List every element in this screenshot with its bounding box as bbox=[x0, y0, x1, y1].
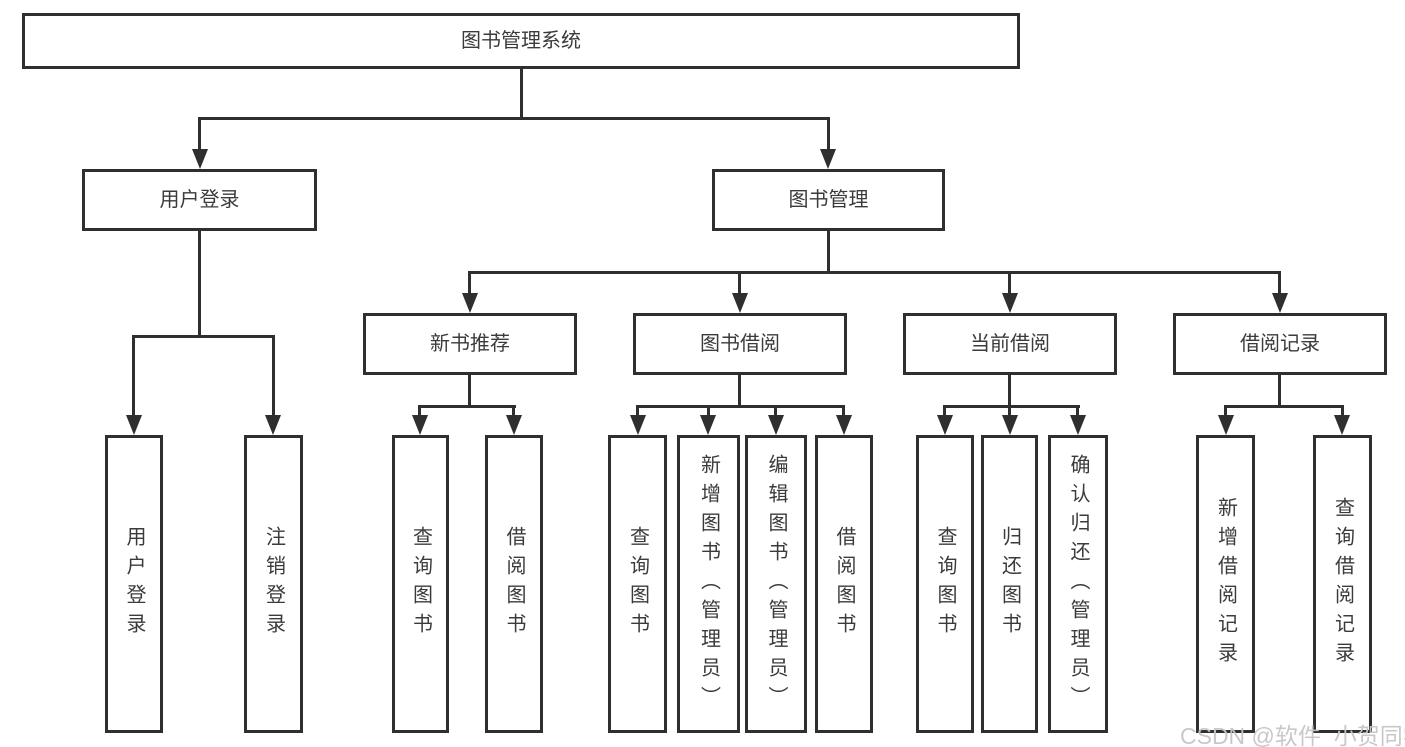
arrow-down-icon bbox=[700, 415, 716, 435]
connector-line bbox=[636, 408, 639, 415]
leaf-query-books-current-label: 查询图书 bbox=[934, 526, 956, 642]
leaf-confirm-return-admin-label: 确认归还（管理员） bbox=[1067, 453, 1089, 715]
connector-line bbox=[272, 338, 275, 415]
connector-line bbox=[468, 375, 471, 408]
arrow-down-icon bbox=[412, 415, 428, 435]
connector-line bbox=[468, 271, 1281, 274]
connector-line bbox=[418, 408, 421, 415]
node-borrow-records-label: 借阅记录 bbox=[1240, 333, 1320, 355]
leaf-return-books-label: 归还图书 bbox=[998, 526, 1021, 642]
leaf-borrow-books-recommend: 借阅图书 bbox=[485, 435, 543, 733]
node-book-management-label: 图书管理 bbox=[788, 189, 869, 211]
node-library-system-label: 图书管理系统 bbox=[461, 30, 581, 52]
leaf-query-borrow-record: 查询借阅记录 bbox=[1313, 435, 1372, 733]
node-new-book-recommend: 新书推荐 bbox=[363, 313, 577, 375]
arrow-down-icon bbox=[1002, 293, 1018, 313]
arrow-down-icon bbox=[630, 415, 646, 435]
connector-line bbox=[198, 231, 201, 338]
connector-line bbox=[198, 117, 830, 120]
connector-line bbox=[1224, 405, 1344, 408]
arrow-down-icon bbox=[1272, 293, 1288, 313]
leaf-query-books-recommend-label: 查询图书 bbox=[409, 526, 432, 642]
leaf-query-books-borrowing-label: 查询图书 bbox=[626, 526, 649, 642]
connector-line bbox=[774, 408, 777, 415]
node-book-borrowing-label: 图书借阅 bbox=[700, 333, 780, 355]
leaf-borrow-books-label: 借阅图书 bbox=[833, 526, 855, 642]
leaf-user-login: 用户登录 bbox=[105, 435, 163, 733]
leaf-confirm-return-admin: 确认归还（管理员） bbox=[1048, 435, 1108, 733]
leaf-query-books-borrowing: 查询图书 bbox=[608, 435, 667, 733]
arrow-down-icon bbox=[192, 149, 208, 169]
connector-line bbox=[1008, 274, 1011, 293]
csdn-watermark: CSDN @软件_小贺同学 bbox=[1180, 723, 1405, 747]
connector-line bbox=[1076, 408, 1079, 415]
arrow-down-icon bbox=[836, 415, 852, 435]
node-current-borrowing-label: 当前借阅 bbox=[970, 333, 1050, 355]
arrow-down-icon bbox=[126, 415, 142, 435]
connector-line bbox=[198, 120, 201, 149]
leaf-query-borrow-record-label: 查询借阅记录 bbox=[1331, 497, 1354, 671]
node-new-book-recommend-label: 新书推荐 bbox=[430, 333, 510, 355]
node-user-login-label: 用户登录 bbox=[159, 189, 240, 211]
arrow-down-icon bbox=[1334, 415, 1350, 435]
connector-line bbox=[512, 408, 515, 415]
leaf-add-books-admin-label: 新增图书（管理员） bbox=[697, 453, 720, 715]
leaf-logout: 注销登录 bbox=[244, 435, 303, 733]
arrow-down-icon bbox=[732, 293, 748, 313]
connector-line bbox=[418, 405, 516, 408]
connector-line bbox=[1008, 375, 1011, 408]
leaf-add-borrow-record: 新增借阅记录 bbox=[1196, 435, 1255, 733]
node-current-borrowing: 当前借阅 bbox=[903, 313, 1117, 375]
arrow-down-icon bbox=[937, 415, 953, 435]
arrow-down-icon bbox=[1070, 415, 1086, 435]
connector-line bbox=[1341, 408, 1344, 415]
connector-line bbox=[943, 408, 946, 415]
connector-line bbox=[132, 338, 135, 415]
arrow-down-icon bbox=[506, 415, 522, 435]
leaf-borrow-books-recommend-label: 借阅图书 bbox=[503, 526, 525, 642]
connector-line bbox=[1278, 375, 1281, 408]
node-book-management: 图书管理 bbox=[712, 169, 945, 231]
leaf-query-books-current: 查询图书 bbox=[916, 435, 974, 733]
node-user-login: 用户登录 bbox=[82, 169, 317, 231]
connector-line bbox=[636, 405, 845, 408]
node-borrow-records: 借阅记录 bbox=[1173, 313, 1387, 375]
connector-line bbox=[738, 375, 741, 408]
arrow-down-icon bbox=[1002, 415, 1018, 435]
leaf-borrow-books: 借阅图书 bbox=[815, 435, 873, 733]
connector-line bbox=[943, 405, 1080, 408]
node-book-borrowing: 图书借阅 bbox=[633, 313, 847, 375]
connector-line bbox=[738, 274, 741, 293]
arrow-down-icon bbox=[1218, 415, 1234, 435]
connector-line bbox=[827, 231, 830, 274]
connector-line bbox=[827, 120, 830, 149]
connector-line bbox=[1008, 408, 1011, 415]
connector-line bbox=[842, 408, 845, 415]
connector-line bbox=[1278, 274, 1281, 293]
leaf-add-books-admin: 新增图书（管理员） bbox=[677, 435, 740, 733]
arrow-down-icon bbox=[462, 293, 478, 313]
arrow-down-icon bbox=[768, 415, 784, 435]
connector-line bbox=[707, 408, 710, 415]
arrow-down-icon bbox=[820, 149, 836, 169]
leaf-add-borrow-record-label: 新增借阅记录 bbox=[1214, 497, 1237, 671]
arrow-down-icon bbox=[265, 415, 281, 435]
connector-line bbox=[1224, 408, 1227, 415]
connector-line bbox=[132, 335, 275, 338]
leaf-logout-label: 注销登录 bbox=[262, 526, 285, 642]
node-library-system: 图书管理系统 bbox=[22, 13, 1020, 69]
leaf-edit-books-admin: 编辑图书（管理员） bbox=[745, 435, 807, 733]
leaf-user-login-label: 用户登录 bbox=[123, 526, 145, 642]
connector-line bbox=[520, 69, 523, 117]
leaf-return-books: 归还图书 bbox=[981, 435, 1038, 733]
leaf-query-books-recommend: 查询图书 bbox=[392, 435, 449, 733]
leaf-edit-books-admin-label: 编辑图书（管理员） bbox=[765, 453, 787, 715]
connector-line bbox=[468, 274, 471, 293]
